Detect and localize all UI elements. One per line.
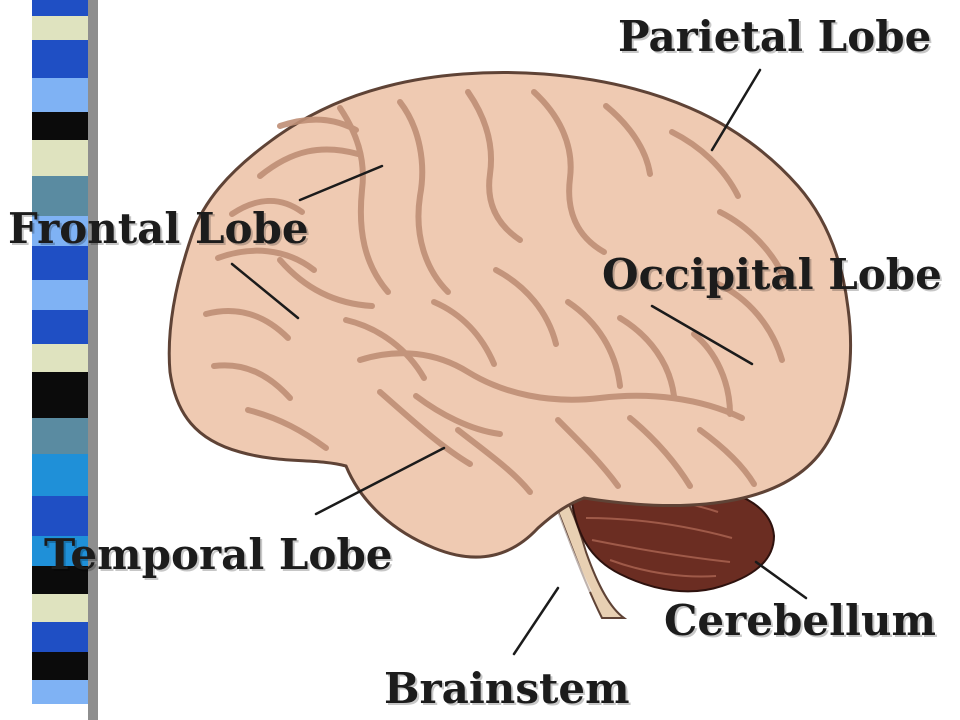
- brain-fold: [627, 415, 693, 489]
- brainstem-label: Brainstem: [384, 664, 630, 713]
- brainstem-pointer: [512, 586, 560, 656]
- sidebar-block: [32, 418, 88, 454]
- cerebellum-pointer: [754, 560, 808, 600]
- brain-fold: [215, 247, 317, 273]
- sidebar-block: [32, 622, 88, 652]
- sidebar-block: [32, 40, 88, 78]
- brain-fold: [431, 299, 497, 367]
- sidebar-block: [32, 454, 88, 496]
- brain-fold: [337, 105, 391, 295]
- temporal-lobe-label: Temporal Lobe: [44, 530, 393, 579]
- parietal-lobe-label: Parietal Lobe: [618, 12, 932, 61]
- cerebellum-label: Cerebellum: [664, 596, 936, 645]
- cerebellum-fold: [609, 559, 717, 578]
- sidebar-block: [32, 566, 88, 594]
- brain-fold: [203, 308, 291, 341]
- brain-fold: [413, 393, 503, 437]
- sidebar-block: [32, 216, 88, 246]
- sidebar-block: [32, 140, 88, 176]
- brain-fold: [397, 99, 451, 295]
- sidebar-block: [32, 496, 88, 536]
- sidebar-block: [32, 78, 88, 112]
- brain-fold: [565, 299, 623, 389]
- brain-fold: [377, 389, 473, 467]
- sidebar-block: [32, 652, 88, 680]
- sidebar-block: [32, 280, 88, 310]
- brain-fold: [617, 315, 677, 399]
- brain-fold: [697, 427, 757, 487]
- brain-fold: [357, 350, 745, 421]
- brain-fold: [691, 331, 733, 417]
- sidebar-block: [32, 680, 88, 704]
- brain-fold: [493, 267, 559, 347]
- temporal-pointer: [314, 446, 446, 516]
- brain-fold: [715, 281, 785, 363]
- brain-fold: [717, 209, 789, 285]
- sidebar-block: [32, 112, 88, 140]
- sidebar-block: [32, 594, 88, 622]
- brain-fold: [277, 257, 375, 309]
- cerebellum-fold: [591, 539, 731, 563]
- sidebar-block: [32, 0, 88, 16]
- brain-fold: [257, 146, 361, 179]
- brain-fold: [531, 89, 607, 255]
- brain-fold: [555, 417, 621, 489]
- sidebar-block: [32, 310, 88, 344]
- brain-folds: [203, 89, 789, 495]
- cerebrum: [167, 71, 853, 559]
- brain-fold: [669, 129, 741, 199]
- occipital-pointer: [650, 304, 754, 366]
- sidebar-block: [32, 16, 88, 40]
- frontal-pointer-upper: [298, 164, 384, 202]
- brain-fold: [343, 317, 427, 381]
- occipital-lobe-label: Occipital Lobe: [602, 250, 942, 299]
- brain-fold: [455, 427, 533, 495]
- sidebar-block: [32, 704, 88, 720]
- brain-fold: [229, 197, 305, 217]
- frontal-pointer-lower: [230, 262, 300, 320]
- cerebrum-shape: [167, 71, 853, 559]
- sidebar-block: [32, 372, 88, 418]
- brain-fold: [465, 89, 523, 243]
- sidebar-block: [32, 344, 88, 372]
- decorative-sidebar: [32, 0, 88, 720]
- frontal-lobe-label: Frontal Lobe: [8, 204, 309, 253]
- brain-fold: [245, 407, 329, 451]
- brain-fold: [603, 103, 653, 177]
- sidebar-block: [32, 536, 88, 566]
- cerebellum-fold: [585, 517, 733, 539]
- label-pointers: [230, 68, 808, 656]
- sidebar-block: [32, 246, 88, 280]
- brain-fold: [211, 362, 293, 401]
- parietal-pointer: [710, 68, 762, 152]
- sidebar-block: [32, 176, 88, 216]
